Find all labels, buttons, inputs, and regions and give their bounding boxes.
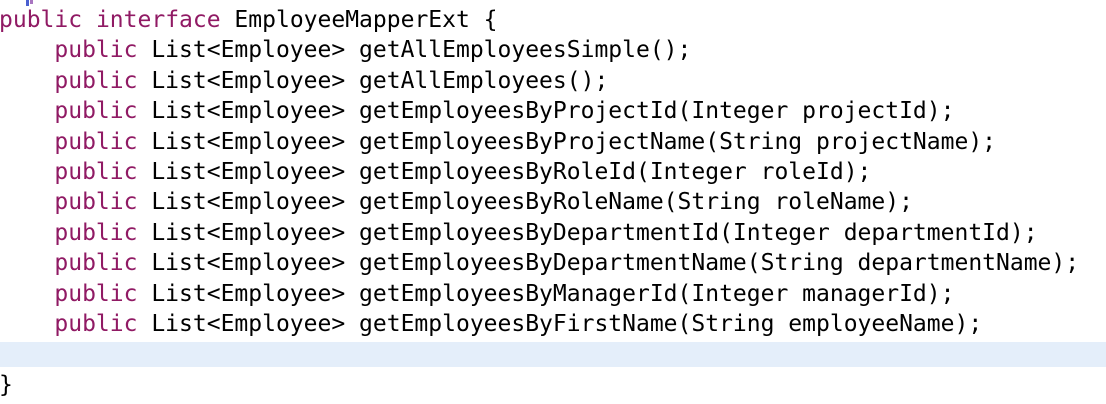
code-token-plain: [0, 159, 54, 185]
code-token-keyword: public: [54, 280, 138, 307]
code-line-highlighted[interactable]: [0, 339, 1106, 370]
code-token-plain: [0, 250, 54, 276]
code-token-plain: [0, 129, 54, 155]
code-line[interactable]: public List<Employee> getEmployeesByRole…: [0, 187, 1106, 217]
code-line[interactable]: public List<Employee> getAllEmployeesSim…: [0, 35, 1106, 65]
code-token-plain: [82, 7, 96, 33]
code-token-keyword: public: [0, 7, 83, 33]
code-token-plain: List<Employee> getEmployeesByRoleName(St…: [137, 189, 913, 216]
code-token-keyword: public: [54, 219, 138, 246]
code-token-plain: [0, 220, 54, 246]
code-line[interactable]: public List<Employee> getEmployeesByRole…: [0, 157, 1106, 187]
code-token-keyword: public: [54, 37, 138, 64]
code-token-keyword: interface: [95, 7, 221, 33]
code-token-plain: [0, 189, 54, 215]
code-token-keyword: public: [54, 98, 138, 125]
code-token-plain: [0, 68, 54, 94]
code-token-keyword: public: [54, 158, 138, 185]
code-token-keyword: public: [54, 310, 138, 337]
clipped-character-fragment: [26, 0, 33, 6]
code-line[interactable]: public interface EmployeeMapperExt {: [0, 5, 1106, 35]
fragment-left-sliver: [26, 0, 29, 6]
code-line[interactable]: public List<Employee> getEmployeesByDepa…: [0, 248, 1106, 278]
code-token-plain: List<Employee> getAllEmployees();: [137, 67, 609, 94]
code-token-plain: [0, 311, 54, 337]
code-line[interactable]: public List<Employee> getAllEmployees();: [0, 66, 1106, 96]
code-token-plain: List<Employee> getEmployeesByProjectName…: [137, 128, 997, 155]
code-token-keyword: public: [54, 128, 138, 155]
code-token-plain: }: [0, 371, 13, 398]
code-line[interactable]: public List<Employee> getEmployeesByDepa…: [0, 218, 1106, 248]
code-token-plain: List<Employee> getEmployeesByDepartmentI…: [137, 219, 1038, 246]
code-line[interactable]: public List<Employee> getEmployeesByMana…: [0, 279, 1106, 309]
code-token-plain: [0, 37, 54, 63]
code-token-keyword: public: [54, 250, 138, 277]
code-token-plain: [0, 98, 54, 124]
code-token-plain: EmployeeMapperExt {: [220, 7, 498, 33]
code-token-keyword: public: [54, 67, 138, 94]
code-token-plain: [0, 281, 54, 307]
code-line[interactable]: public List<Employee> getEmployeesByFirs…: [0, 309, 1106, 339]
code-token-plain: List<Employee> getEmployeesByProjectId(I…: [137, 98, 955, 125]
code-token-plain: List<Employee> getEmployeesByRoleId(Inte…: [137, 158, 872, 185]
code-token-plain: List<Employee> getEmployeesByManagerId(I…: [137, 280, 955, 307]
code-token-plain: List<Employee> getEmployeesByDepartmentN…: [137, 250, 1080, 277]
code-line[interactable]: }: [0, 370, 1106, 400]
code-area: public interface EmployeeMapperExt { pub…: [0, 5, 1106, 400]
code-token-keyword: public: [54, 189, 138, 216]
code-token-plain: List<Employee> getEmployeesByFirstName(S…: [137, 310, 983, 337]
code-line[interactable]: public List<Employee> getEmployeesByProj…: [0, 127, 1106, 157]
code-line[interactable]: public List<Employee> getEmployeesByProj…: [0, 96, 1106, 126]
code-token-plain: List<Employee> getAllEmployeesSimple();: [137, 37, 692, 64]
fragment-right-sliver: [30, 0, 33, 4]
